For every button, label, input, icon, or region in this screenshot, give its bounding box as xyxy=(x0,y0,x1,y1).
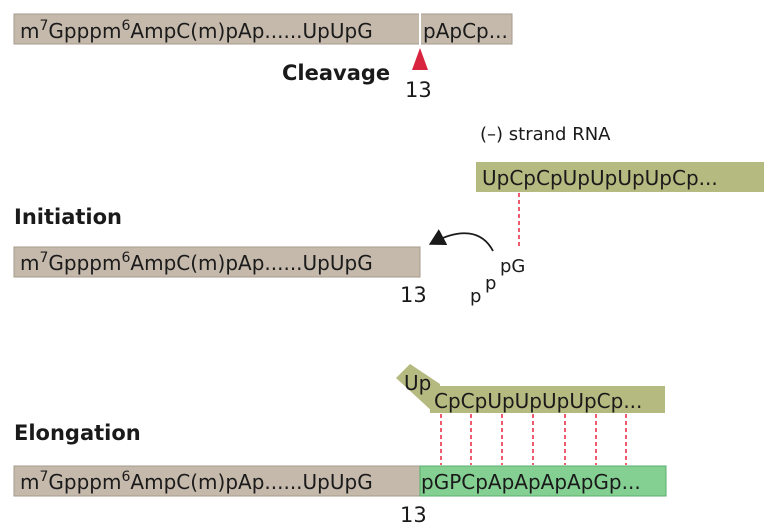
initiation-panel: (–) strand RNA UpCpCpUpUpUpUpCp... Initi… xyxy=(13,124,764,307)
pppg-pg: pG xyxy=(500,256,525,277)
host-mrna-bar xyxy=(13,13,513,45)
minus-strand-label: (–) strand RNA xyxy=(480,124,611,145)
elongation-primer-bar xyxy=(13,465,421,497)
template-sequence: CpCpUpUpUpUpCp... xyxy=(434,389,642,413)
pppg-p2: p xyxy=(485,273,496,294)
elongation-label: Elongation xyxy=(14,421,141,445)
template-bar xyxy=(430,386,665,413)
pppg-p1: p xyxy=(470,286,481,307)
host-mrna-3prime-fragment: pApCp... xyxy=(423,19,508,43)
initiation-label: Initiation xyxy=(14,205,122,229)
minus-strand-sequence: UpCpCpUpUpUpUpCp... xyxy=(482,166,718,190)
new-rna-bar xyxy=(419,465,667,497)
capped-primer-sequence: m7Gpppm6AmpC(m)pAp......UpUpG xyxy=(20,250,373,275)
cleavage-arrowhead-icon xyxy=(412,48,428,70)
template-up: Up xyxy=(404,371,431,395)
minus-strand-bar xyxy=(476,162,764,192)
elongation-panel: Up CpCpUpUpUpUpCp... Elongation m7Gpppm6… xyxy=(13,364,667,527)
cleavage-label: Cleavage xyxy=(282,61,390,85)
cleavage-panel: m7Gpppm6AmpC(m)pAp......UpUpG pApCp... C… xyxy=(13,11,513,102)
host-mrna-sequence: m7Gpppm6AmpC(m)pAp......UpUpG xyxy=(20,18,373,43)
curved-arrow-icon xyxy=(428,229,494,252)
new-rna-sequence: pGPCpApApApApGp... xyxy=(421,470,641,494)
elongation-position: 13 xyxy=(400,503,427,527)
elongation-primer-sequence: m7Gpppm6AmpC(m)pAp......UpUpG xyxy=(20,469,373,494)
cleavage-position: 13 xyxy=(405,78,432,102)
initiation-position: 13 xyxy=(400,283,427,307)
capped-primer-bar xyxy=(13,246,421,278)
